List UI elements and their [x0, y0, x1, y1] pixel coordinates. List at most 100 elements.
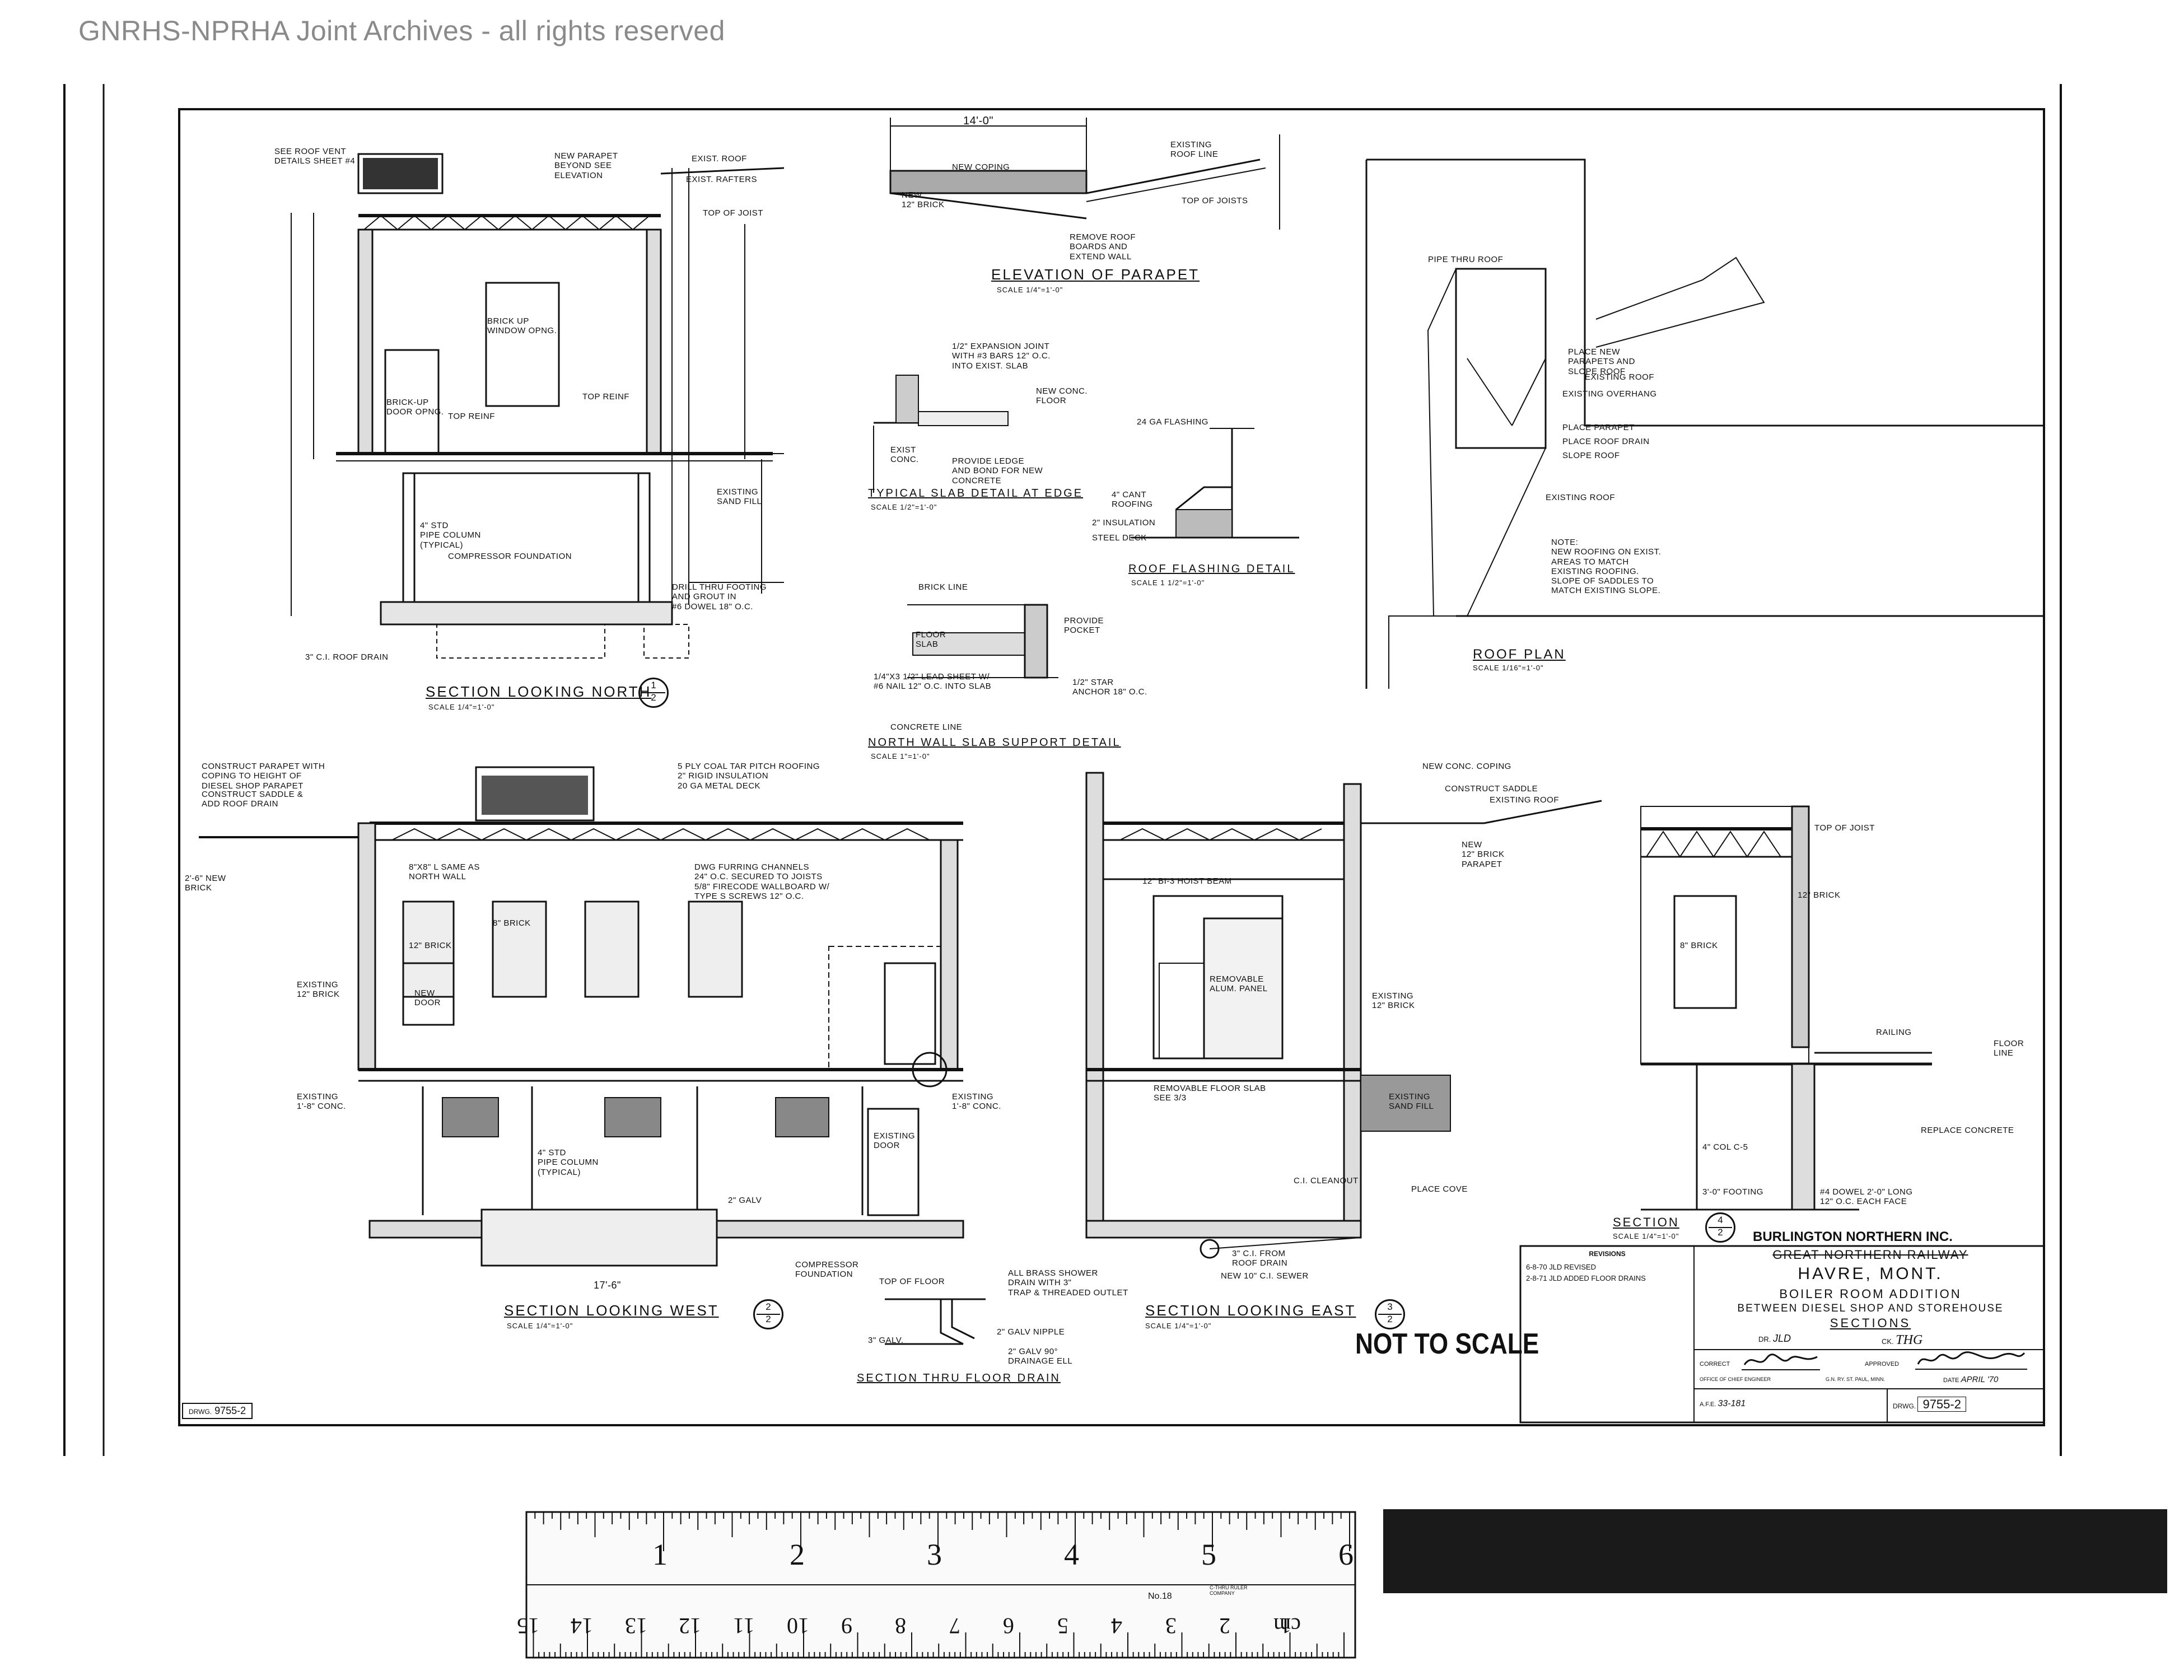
not-to-scale-stamp: NOT TO SCALE	[1355, 1328, 1539, 1360]
label-star-anchor: 1/2" STAR ANCHOR 18" O.C.	[1072, 678, 1147, 697]
label-construct-saddle-2: CONSTRUCT SADDLE	[1445, 784, 1538, 794]
footing-slab	[380, 601, 673, 626]
project-line-2: BETWEEN DIESEL SHOP AND STOREHOUSE	[1737, 1303, 2004, 1314]
label-pipe-thru-roof: PIPE THRU ROOF	[1428, 255, 1504, 264]
label-steel-deck: STEEL DECK	[1092, 533, 1147, 543]
title-block-lines	[1519, 1245, 2045, 1424]
section-4-scale: SCALE 1/4"=1'-0"	[1613, 1232, 1679, 1240]
label-top-of-floor: TOP OF FLOOR	[879, 1277, 945, 1286]
section-4-title: SECTION	[1613, 1215, 1679, 1229]
drwg-field: DRWG. 9755-2	[1893, 1397, 1966, 1412]
label-footing: 3'-0" FOOTING	[1702, 1187, 1763, 1197]
ruler-ticks	[526, 1512, 1350, 1658]
drawing-number-label: DRWG.	[189, 1408, 212, 1416]
ruler-cm-number: 9	[841, 1613, 852, 1639]
label-floor-slab: FLOOR SLAB	[916, 630, 946, 650]
label-removable-floor-slab: REMOVABLE FLOOR SLAB SEE 3/3	[1154, 1084, 1266, 1103]
label-new-conc-coping: NEW CONC. COPING	[1422, 762, 1511, 771]
label-brass-shower-drain: ALL BRASS SHOWER DRAIN WITH 3" TRAP & TH…	[1008, 1268, 1128, 1298]
label-expansion-joint: 1/2" EXPANSION JOINT WITH #3 BARS 12" O.…	[952, 342, 1051, 371]
label-furring: DWG FURRING CHANNELS 24" O.C. SECURED TO…	[694, 862, 830, 901]
label-galv-nipple: 2" GALV NIPPLE	[997, 1327, 1065, 1337]
label-8-brick-4: 8" BRICK	[1680, 941, 1718, 950]
label-12-brick-4: 12" BRICK	[1798, 890, 1841, 900]
roof-plan-scale: SCALE 1/16"=1'-0"	[1473, 664, 1544, 672]
label-existing-sand-fill: EXISTING SAND FILL	[717, 487, 762, 507]
label-new-brick-2-6: 2'-6" NEW BRICK	[185, 874, 226, 893]
elevation-parapet-scale: SCALE 1/4"=1'-0"	[997, 286, 1063, 294]
ruler-cm-number: cm	[1273, 1613, 1301, 1639]
brick-up-window	[485, 282, 560, 407]
label-exist-roof: EXIST. ROOF	[692, 154, 747, 164]
approved-signature	[1915, 1350, 2027, 1370]
label-slope-roof: SLOPE ROOF	[1562, 451, 1620, 460]
section-north-drawing	[291, 153, 785, 659]
roof-plan-drawing	[1365, 158, 2044, 689]
label-ci-cleanout: C.I. CLEANOUT	[1294, 1176, 1359, 1186]
drawing-frame	[178, 108, 2045, 1426]
label-railing: RAILING	[1876, 1028, 1912, 1037]
label-existing-roof-plan-2: EXISTING ROOF	[1546, 493, 1616, 502]
label-insulation: 2" INSULATION	[1092, 518, 1156, 528]
dr-value: JLD	[1773, 1333, 1791, 1344]
label-existing-12-brick: EXISTING 12" BRICK	[297, 980, 340, 1000]
label-place-roof-drain: PLACE ROOF DRAIN	[1562, 437, 1650, 446]
label-pipe-column-2: 4" STD PIPE COLUMN (TYPICAL)	[538, 1148, 599, 1177]
label-col-c5: 4" COL C-5	[1702, 1142, 1748, 1152]
label-ci-from-roof-drain: 3" C.I. FROM ROOF DRAIN	[1232, 1249, 1288, 1268]
section-east-drawing	[1085, 772, 1602, 1259]
section-west-dim: 17'-6"	[594, 1280, 621, 1291]
label-concrete-line: CONCRETE LINE	[890, 722, 963, 732]
ruler-brand: C-THRU RULER COMPANY	[1210, 1585, 1248, 1596]
label-new-12-brick-parapet: NEW 12" BRICK PARAPET	[1462, 840, 1505, 869]
ruler-cm-number: 14	[571, 1613, 593, 1639]
label-existing-1-8-conc: EXISTING 1'-8" CONC.	[297, 1092, 346, 1112]
label-top-reinf: TOP REINF	[448, 412, 495, 421]
address: G.N. RY. ST. PAUL, MINN.	[1826, 1376, 1886, 1382]
ruler-cm-number: 5	[1057, 1613, 1068, 1639]
typical-slab-scale: SCALE 1/2"=1'-0"	[871, 503, 937, 511]
label-provide-pocket: PROVIDE POCKET	[1064, 616, 1104, 636]
drawing-number-box: DRWG. 9755-2	[182, 1403, 253, 1419]
correct-signature	[1742, 1352, 1820, 1370]
label-existing-sand-fill-east: EXISTING SAND FILL	[1389, 1092, 1434, 1112]
label-brick-line: BRICK LINE	[918, 582, 968, 592]
label-construct-parapet: CONSTRUCT PARAPET WITH COPING TO HEIGHT …	[202, 762, 325, 791]
label-exist-rafters: EXIST. RAFTERS	[686, 175, 758, 184]
ruler-cm-number: 3	[1165, 1613, 1177, 1639]
roof-flashing-title: ROOF FLASHING DETAIL	[1128, 563, 1295, 575]
label-roof-drain: 3" C.I. ROOF DRAIN	[305, 652, 389, 662]
label-place-parapet: PLACE PARAPET	[1562, 423, 1635, 432]
label-top-of-joists: TOP OF JOISTS	[1182, 196, 1248, 206]
drawing-number: 9755-2	[214, 1405, 246, 1416]
label-brick-up-window: BRICK UP WINDOW OPNG.	[487, 316, 557, 336]
ruler-inch-number: 6	[1338, 1538, 1354, 1571]
label-compressor-foundation-2: COMPRESSOR FOUNDATION	[795, 1260, 859, 1280]
label-existing-1-8-conc-2: EXISTING 1'-8" CONC.	[952, 1092, 1001, 1112]
struck-company-name: GREAT NORTHERN RAILWAY	[1772, 1248, 1968, 1262]
parapet-dim: 14'-0"	[963, 115, 993, 127]
label-new-coping: NEW COPING	[952, 162, 1010, 172]
elevation-parapet-drawing	[889, 118, 1280, 230]
label-existing-door: EXISTING DOOR	[874, 1131, 916, 1151]
ruler-cm-number: 8	[895, 1613, 906, 1639]
label-12-brick: 12" BRICK	[409, 941, 452, 950]
label-provide-ledge: PROVIDE LEDGE AND BOND FOR NEW CONCRETE	[952, 456, 1043, 486]
approved-label: APPROVED	[1865, 1361, 1900, 1368]
revision-line-1: 6-8-70 JLD REVISED	[1526, 1263, 1596, 1271]
label-existing-roof-plan: EXISTING ROOF	[1585, 372, 1655, 382]
label-drill-thru: DRILL THRU FOOTING AND GROUT IN #6 DOWEL…	[672, 582, 767, 612]
label-existing-overhang: EXISTING OVERHANG	[1562, 389, 1657, 399]
label-same-as-north: 8"x8" L SAME AS NORTH WALL	[409, 862, 480, 882]
ruler-cm-number: 7	[949, 1613, 960, 1639]
label-brick-up-door: BRICK-UP DOOR OPNG.	[386, 398, 444, 417]
archive-watermark: GNRHS-NPRHA Joint Archives - all rights …	[78, 15, 725, 46]
correct-label: CORRECT	[1700, 1361, 1730, 1368]
compressor-base	[480, 1208, 718, 1267]
label-construct-saddle: CONSTRUCT SADDLE & ADD ROOF DRAIN	[202, 790, 304, 809]
north-wall-slab-title: NORTH WALL SLAB SUPPORT DETAIL	[868, 736, 1121, 749]
section-west-scale: SCALE 1/4"=1'-0"	[507, 1322, 573, 1330]
